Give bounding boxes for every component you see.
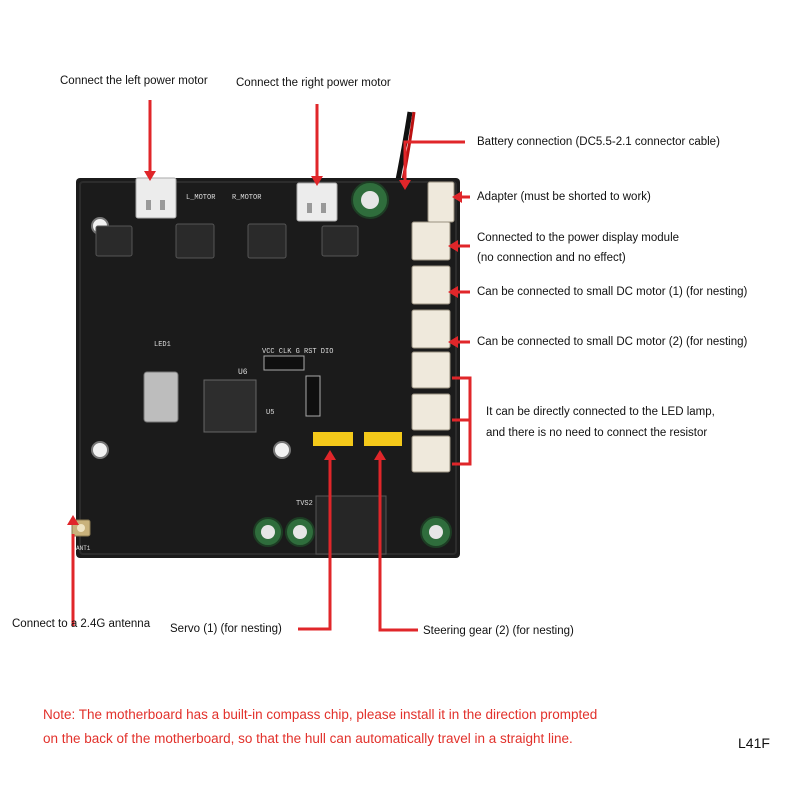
label-dc-motor-1: Can be connected to small DC motor (1) (…: [477, 286, 748, 298]
right-motor-connector: [296, 182, 338, 222]
label-servo-2: Steering gear (2) (for nesting): [423, 625, 574, 637]
label-battery: Battery connection (DC5.5-2.1 connector …: [477, 136, 720, 148]
label-right-motor: Connect the right power motor: [236, 77, 391, 89]
note-line-2: on the back of the motherboard, so that …: [43, 731, 573, 746]
left-motor-connector: [135, 177, 177, 219]
servo-headers: [313, 432, 402, 446]
capacitor-top: [351, 181, 389, 219]
chips: [143, 355, 387, 555]
product-code: L41F: [738, 735, 770, 751]
mosfets: [95, 223, 359, 259]
board-label-u6: U6: [238, 368, 248, 377]
label-led-1: It can be directly connected to the LED …: [486, 406, 715, 418]
label-antenna: Connect to a 2.4G antenna: [12, 618, 151, 630]
board-label-lmotor: L_MOTOR: [186, 194, 216, 202]
board-label-u5: U5: [266, 409, 274, 417]
board-label-vcc-row: VCC CLK G RST DIO: [262, 348, 333, 356]
label-servo-1: Servo (1) (for nesting): [170, 623, 282, 635]
label-power-display-2: (no connection and no effect): [477, 252, 626, 264]
label-led-2: and there is no need to connect the resi…: [486, 427, 708, 439]
board-label-tvs2: TVS2: [296, 500, 313, 508]
note-line-1: Note: The motherboard has a built-in com…: [43, 707, 598, 722]
capacitors-bottom: [253, 516, 452, 548]
label-left-motor: Connect the left power motor: [60, 75, 208, 87]
label-power-display-1: Connected to the power display module: [477, 232, 680, 244]
board-label-rmotor: R_MOTOR: [232, 194, 262, 202]
label-dc-motor-2: Can be connected to small DC motor (2) (…: [477, 336, 748, 348]
board-label-led1: LED1: [154, 341, 171, 349]
label-adapter: Adapter (must be shorted to work): [477, 191, 651, 203]
leader-arrows: [67, 171, 462, 525]
compass-note: Note: The motherboard has a built-in com…: [43, 703, 597, 751]
right-connectors: [411, 181, 455, 473]
board-label-ant: ANT1: [76, 545, 91, 552]
